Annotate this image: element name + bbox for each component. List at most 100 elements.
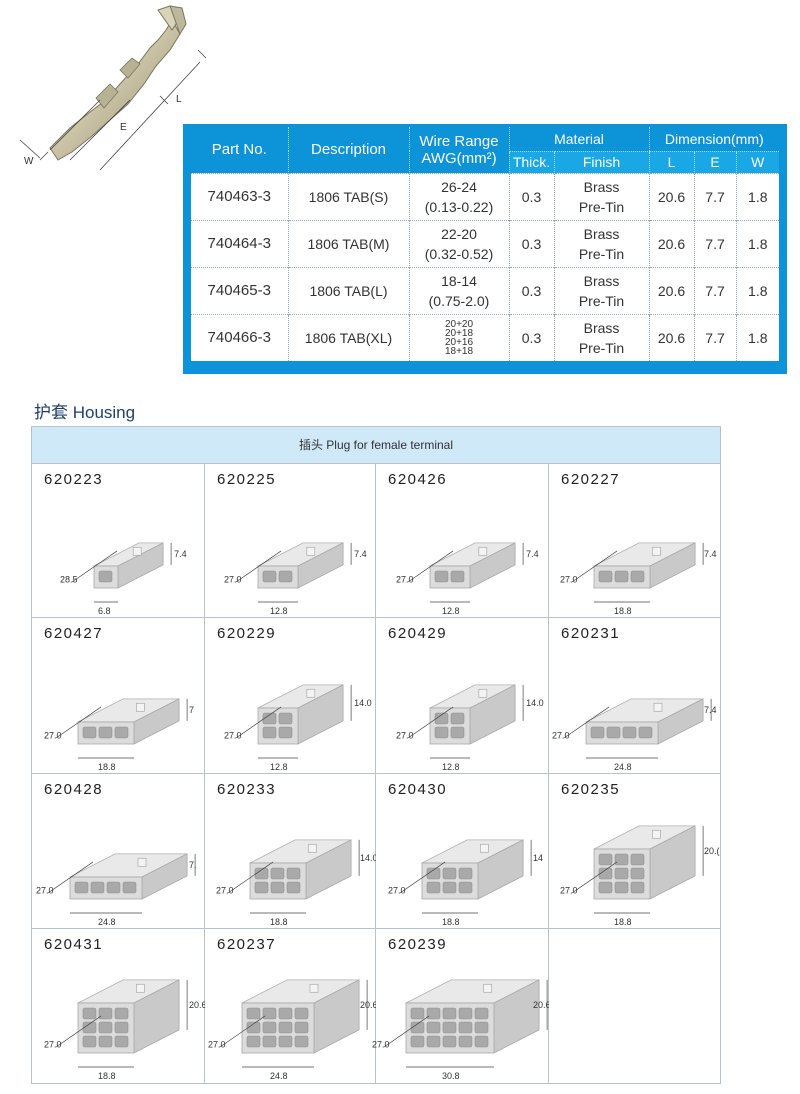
dimension-depth: 27.0 — [560, 885, 578, 895]
header-thick: Thick. — [508, 151, 554, 173]
cavity — [286, 867, 301, 880]
cavity — [630, 867, 645, 880]
cavity — [278, 570, 293, 583]
cell-l: 20.6 — [648, 172, 695, 220]
dimension-width: 18.8 — [270, 917, 288, 927]
cavity — [434, 712, 449, 725]
cell-l: 20.6 — [648, 219, 695, 267]
housing-section-title: 护套 Housing — [34, 403, 136, 422]
header-wire-range-line1: Wire Range — [419, 132, 499, 150]
connector-body — [593, 542, 696, 589]
dimension-width: 24.8 — [614, 762, 632, 772]
housing-part-number: 620430 — [388, 781, 448, 798]
cavity — [450, 712, 465, 725]
cavity — [82, 726, 97, 739]
cavity — [270, 867, 285, 880]
dimension-width: 18.8 — [98, 762, 116, 772]
cavity — [442, 1035, 457, 1048]
terminal-spec-panel: Part No. Description Wire Range AWG(mm²)… — [183, 124, 787, 374]
cell-awg: 18-14 — [441, 272, 477, 289]
cell-w: 1.8 — [735, 266, 780, 314]
cavity — [246, 1021, 261, 1034]
dimension-height: 14 — [533, 853, 543, 863]
housing-part-number: 620229 — [217, 625, 277, 642]
connector-drawing: 27.012.87.4 — [396, 542, 539, 616]
header-dimension: Dimension(mm) — [648, 127, 780, 152]
dimension-depth: 27.0 — [552, 730, 570, 740]
housing-part-number: 620431 — [44, 936, 104, 953]
dimension-height: 7.4 — [704, 705, 717, 715]
connector-drawing: 27.018.814 — [388, 839, 543, 927]
connector-drawing: 27.018.87 — [44, 698, 194, 772]
cavity — [410, 1007, 425, 1020]
cell-part-no: 740466-3 — [191, 313, 288, 361]
cavity — [270, 881, 285, 894]
connector-drawing: 27.012.87.4 — [224, 542, 367, 616]
cell-material: Brass — [583, 178, 620, 195]
cavity — [606, 726, 621, 739]
cavity — [254, 881, 269, 894]
dimension-depth: 27.0 — [396, 730, 414, 740]
terminal-label-l: L — [176, 94, 182, 105]
cavity — [410, 1021, 425, 1034]
cavity — [114, 1007, 129, 1020]
cell-material: Brass — [583, 272, 620, 289]
connector-drawing: 27.0 24.8 7.4 — [552, 698, 717, 772]
cavity — [614, 881, 629, 894]
connector-body — [429, 542, 516, 589]
dimension-depth: 27.0 — [44, 730, 62, 740]
header-l: L — [648, 151, 695, 173]
cell-awg-line: 18+18 — [444, 345, 474, 357]
cell-finish: Pre-Tin — [578, 245, 625, 262]
cavity — [450, 570, 465, 583]
cavity — [450, 726, 465, 739]
cell-part-no: 740464-3 — [191, 219, 288, 267]
cavity — [598, 881, 613, 894]
cell-w: 1.8 — [735, 219, 780, 267]
header-finish: Finish — [553, 151, 650, 173]
cavity — [458, 867, 473, 880]
dimension-width: 18.8 — [442, 917, 460, 927]
cavity — [90, 881, 105, 894]
cavity — [294, 1035, 309, 1048]
header-e: E — [693, 151, 737, 173]
cavity — [254, 867, 269, 880]
cavity — [98, 1007, 113, 1020]
cell-description: 1806 TAB(M) — [287, 219, 409, 267]
connector-drawing: 27.018.87.4 — [560, 542, 717, 616]
cell-mm2: (0.75-2.0) — [428, 292, 490, 309]
dimension-height: 20.6 — [189, 1000, 207, 1010]
cavity — [590, 726, 605, 739]
cavity — [262, 570, 277, 583]
cell-description: 1806 TAB(S) — [287, 172, 409, 220]
connector-body — [93, 542, 164, 589]
connector-drawing: 27.018.814.0 — [216, 839, 378, 927]
connector-body — [585, 698, 704, 745]
cell-awg-line: 20+20 — [444, 318, 474, 330]
dimension-width: 12.8 — [442, 762, 460, 772]
dimension-depth: 27.0 — [44, 1039, 62, 1049]
connector-drawing: 27.024.87. — [36, 853, 197, 927]
cavity — [426, 867, 441, 880]
dimension-width: 12.8 — [442, 606, 460, 616]
connector-body — [593, 825, 696, 900]
cavity — [98, 1021, 113, 1034]
cavity — [442, 1021, 457, 1034]
cavity — [114, 726, 129, 739]
cavity — [286, 881, 301, 894]
cavity — [426, 1007, 441, 1020]
housing-part-number: 620429 — [388, 625, 448, 642]
cavity — [442, 881, 457, 894]
header-part-no: Part No. — [211, 141, 267, 159]
connector-body — [77, 979, 180, 1054]
cavity — [598, 867, 613, 880]
cavity — [278, 712, 293, 725]
cavity — [262, 712, 277, 725]
